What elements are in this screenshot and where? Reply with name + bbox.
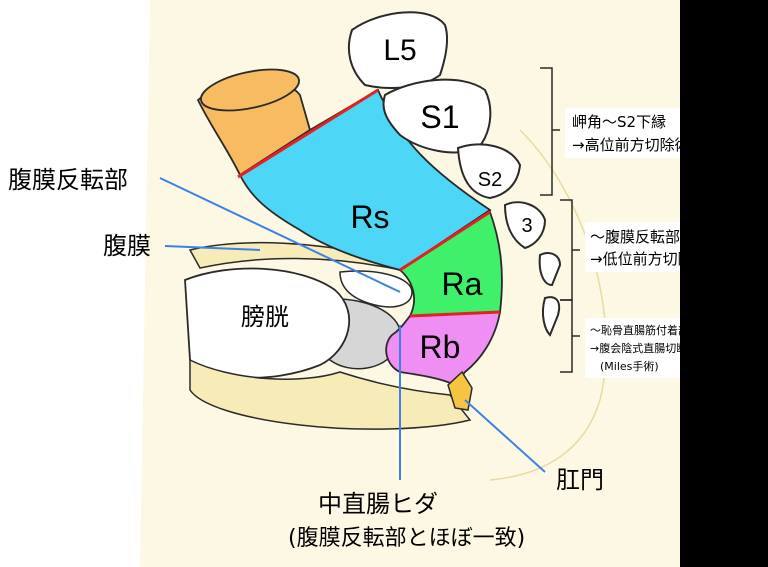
vertebra-s5 [541,296,561,337]
vertebra-s2 [456,143,522,200]
middle-fold-label: 中直腸ヒダ [318,490,438,518]
pointer-peritoneal-reflection [159,177,401,293]
segment-rb-region [385,311,502,387]
bracket-middle-line2: →低位前方切除術 [590,250,708,268]
vertebra-s3 [503,201,547,250]
pointer-anus [464,399,546,473]
bracket-upper-line2: →高位前方切除術 [572,136,690,154]
segment-rs-label: Rs [350,199,389,235]
vertebra-s1-label: S1 [420,99,459,135]
pointer-peritoneum [164,245,261,251]
sacral-body-curve [489,129,607,481]
segment-rb-label: Rb [420,329,461,365]
bracket-lower-line3: (Miles手術) [600,359,659,373]
bracket-upper-box [565,108,680,158]
boundary-sigmoid-rs [237,88,379,179]
segment-ra-label: Ra [442,266,483,302]
anus-label: 肛門 [556,466,604,494]
vertebra-l5-label: L5 [383,34,416,67]
bracket-lower-line2: →腹会陰式直腸切断術 [590,341,698,355]
vertebra-s3-label: 3 [521,215,532,237]
boundary-ra-rb [409,310,501,318]
right-black-bar [680,0,768,567]
bladder-label: 膀胱 [241,303,289,331]
bracket-lower-box [585,318,680,378]
middle-fold-sublabel: (腹膜反転部とほぼ一致) [288,526,525,551]
peritoneal-fold [339,270,413,308]
vertebra-s4 [538,252,562,287]
bracket-lower [560,299,580,373]
bracket-upper [540,67,560,196]
peritoneum-label: 腹膜 [103,232,151,260]
vertebra-s2-label: S2 [478,169,502,191]
vertebra-l5 [347,11,449,89]
peritoneal-reflection-label: 腹膜反転部 [8,166,128,194]
bracket-middle-line1: 〜腹膜反転部 [590,228,680,246]
segment-ra-region [398,210,503,317]
sigmoid-opening [200,68,300,112]
bracket-middle-box [585,222,680,272]
bracket-upper-line1: 岬角〜S2下縁 [572,113,666,131]
boundary-rs-ra [399,210,491,272]
